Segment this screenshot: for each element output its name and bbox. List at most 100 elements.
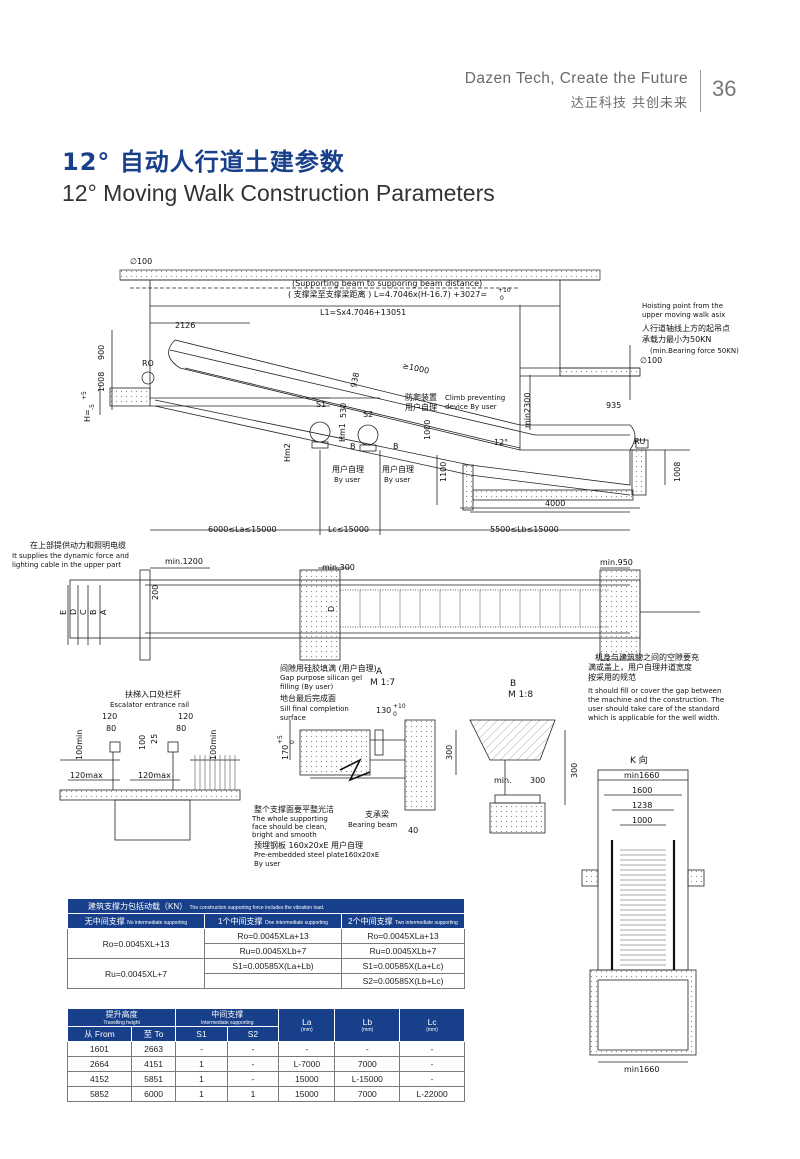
label-ro: RO <box>142 359 154 368</box>
dim-130-tol-down: 0 <box>393 711 397 718</box>
table1-h1-cn: 无中间支撑 <box>84 916 125 926</box>
table2-h-mid-cn: 中间支撑 <box>211 1010 244 1019</box>
dim-rail-120a: 120 <box>102 712 117 721</box>
label-h: H= <box>83 409 92 422</box>
dim-min950: min.950 <box>600 558 633 567</box>
dim-1000-mid: 1000 <box>423 420 432 440</box>
dim-lc: Lc≤15000 <box>328 525 369 534</box>
dim-ge1000: ≥1000 <box>402 361 430 375</box>
byuser-cn-1: 用户自理 <box>332 464 364 474</box>
table1-title-cn: 建筑支撑力包括动载（KN） <box>88 901 188 911</box>
hoist-en2: upper moving walk asix <box>642 311 725 319</box>
table-cell: L-7000 <box>278 1056 336 1072</box>
sill-en2: surface <box>280 714 306 722</box>
gap-en1: Gap purpose silican gel <box>280 674 362 682</box>
table-cell: - <box>278 1041 336 1057</box>
plan-labels: 在上部提供动力和照明电缆 It supplies the dynamic for… <box>12 540 724 722</box>
climb-cn: 防爬装置 <box>405 392 437 402</box>
support-en3: bright and smooth <box>252 831 317 839</box>
fill-cn2: 满或盖上，用户自理井道宽度 <box>588 662 692 672</box>
table-cell: 5851 <box>130 1071 177 1087</box>
power-en1: It supplies the dynamic force and <box>12 552 129 560</box>
table-cell: 15000 <box>278 1071 336 1087</box>
gap-cn: 间隙用硅胶填满 (用户自理) <box>280 663 377 673</box>
a-title: A <box>376 667 383 677</box>
table2-h-la: La <box>302 1017 312 1027</box>
detail-b-labels: B M 1:8 min. 300 300 <box>494 679 579 785</box>
fill-en1: It should fill or cover the gap between <box>588 687 721 695</box>
label-h-tol2: -5 <box>89 404 96 410</box>
dim-a-300: 300 <box>445 745 454 760</box>
k-title: K 向 <box>630 754 648 766</box>
table-cell: 1 <box>175 1086 228 1102</box>
dim-4000: 4000 <box>545 499 565 508</box>
page-title-en: 12° Moving Walk Construction Parameters <box>62 180 495 206</box>
plan-label-b: B <box>89 610 98 616</box>
dim-170-tol-up: +5 <box>277 735 284 744</box>
dim-935: 935 <box>606 401 621 410</box>
k-1600: 1600 <box>632 786 652 795</box>
table2-h-s1: S1 <box>175 1026 228 1042</box>
climb-en: Climb preventing <box>445 394 505 402</box>
page-title-cn: 12° 自动人行道土建参数 <box>62 148 345 176</box>
power-en2: lighting cable in the upper part <box>12 561 121 569</box>
dim-b-300: 300 <box>530 776 545 785</box>
plate-en2: By user <box>254 860 281 868</box>
dim-min2300: min2300 <box>523 393 532 428</box>
table1-r1c2b: Ru=0.0045XLb+7 <box>204 943 342 959</box>
table-cell: 1601 <box>67 1041 132 1057</box>
fill-en3: user should take care of the standard <box>588 705 719 713</box>
table-cell: L-15000 <box>334 1071 401 1087</box>
dim-rail-25: 25 <box>150 734 159 744</box>
dim-1100: 1100 <box>439 462 448 482</box>
travel-height-table: 提升高度 Travelling height 中间支撑 Intermediate… <box>66 1008 465 1102</box>
dim-rail-100min-b: 100min <box>209 730 218 760</box>
dim-rail-80b: 80 <box>176 724 186 733</box>
table1-r1c1: Ro=0.0045XL+13 <box>67 928 205 959</box>
plate-cn: 预埋钢板 160x20xE 用户自理 <box>254 840 363 850</box>
fill-cn1: 机身与建筑物之间的空隙要充 <box>595 652 699 662</box>
table2-h-mid-en: Intermediate supporting <box>200 1020 254 1026</box>
dim-d100-top: ∅100 <box>130 257 152 266</box>
header-divider <box>700 70 701 112</box>
b-scale: M 1:8 <box>508 690 533 700</box>
b-min: min. <box>494 776 512 785</box>
angle-12: 12° <box>494 438 508 447</box>
dim-l1: L1=Sx4.7046+13051 <box>320 308 406 317</box>
byuser-cn-2: 用户自理 <box>382 464 414 474</box>
detail-b <box>469 719 566 834</box>
dist-tol-up: +10 <box>498 287 511 294</box>
k-1238: 1238 <box>632 801 652 810</box>
table2-h-from: 从 From <box>67 1026 132 1042</box>
table2-h-lb-mm: (mm) <box>361 1027 374 1033</box>
table1-h3-cn: 2个中间支撑 <box>348 916 393 926</box>
dim-1008-right: 1008 <box>673 462 682 482</box>
fill-en4: which is applicable for the well width. <box>588 714 720 722</box>
b-title: B <box>510 679 516 689</box>
table-cell: 7000 <box>334 1086 401 1102</box>
support-cn: 整个支撑面要平整光洁 <box>254 804 334 814</box>
table1-h1-en: No intermediate supporting <box>127 919 188 926</box>
label-h-tol: +5 <box>81 391 88 400</box>
dim-b-300v: 300 <box>570 763 579 778</box>
table-cell: 1 <box>175 1071 228 1087</box>
table1-r2c1: Ru=0.0045XL+7 <box>67 958 205 989</box>
table1-r2c3a: S1=0.00585X(La+Lc) <box>341 958 465 974</box>
elevation-view <box>99 269 690 535</box>
dim-530: 530 <box>339 403 348 418</box>
dim-rail-100min-a: 100min <box>75 730 84 760</box>
table-row: 4152 5851 1 - 15000 L-15000 - <box>67 1071 465 1087</box>
hoist-cn1: 人行道轴线上方的起吊点 <box>642 323 730 333</box>
table-cell: - <box>399 1071 465 1087</box>
table-cell: 7000 <box>334 1056 401 1072</box>
byuser-en-2: By user <box>384 476 411 484</box>
rail-en: Escalator entrance rail <box>110 701 189 709</box>
plan-label-c: C <box>79 609 88 615</box>
dim-130-tol-up: +10 <box>393 703 406 710</box>
detail-a <box>289 719 457 811</box>
hoist-en3: (min.Bearing force 50KN) <box>650 347 739 355</box>
table2-h-s2: S2 <box>226 1026 280 1042</box>
k-min1660: min1660 <box>624 771 659 780</box>
plate-en1: Pre-embedded steel plate160x20xE <box>254 851 379 859</box>
table-cell: 5852 <box>67 1086 132 1102</box>
